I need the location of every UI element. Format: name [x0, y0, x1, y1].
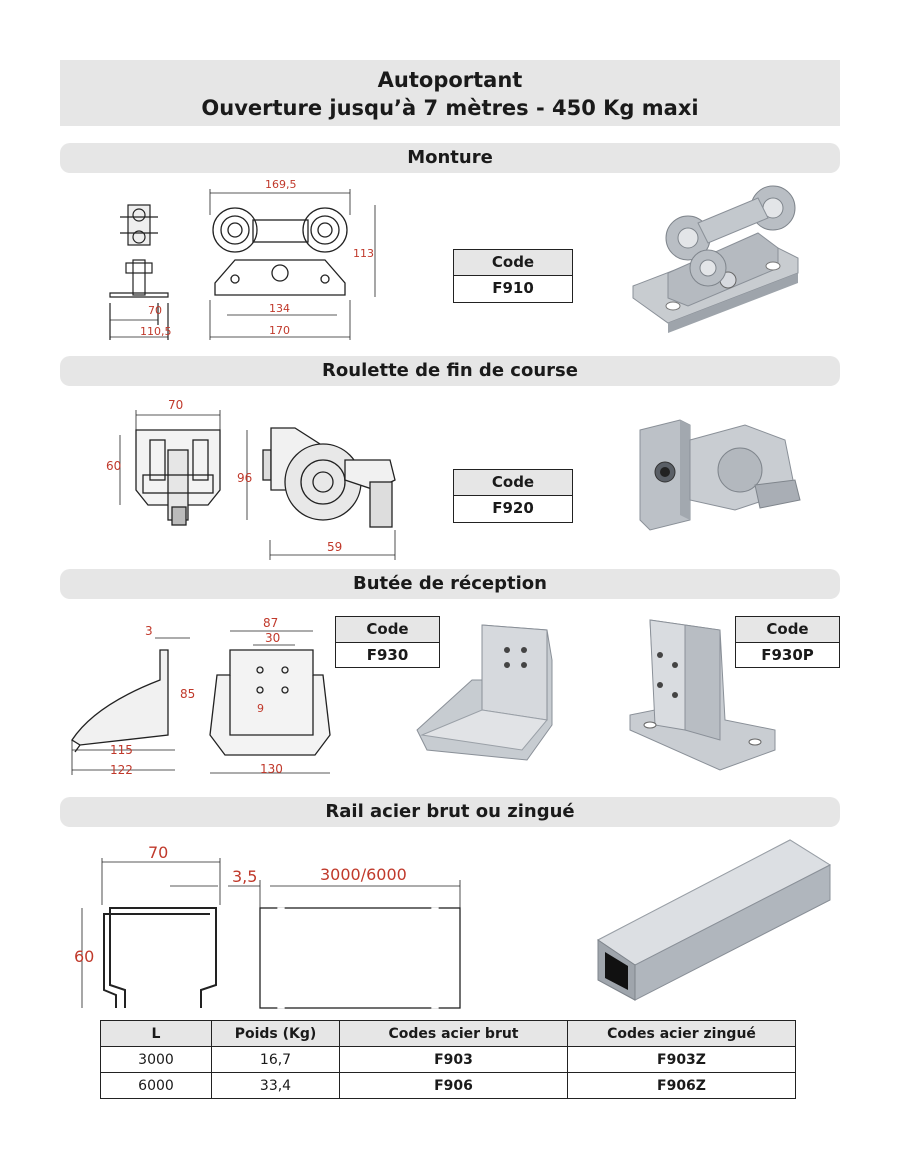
dim-122-butee: 122 [110, 763, 133, 777]
cell-weight: 16,7 [211, 1046, 340, 1073]
document-title: Autoportant Ouverture jusqu’à 7 mètres -… [60, 60, 840, 126]
code-header: Code [336, 617, 439, 643]
col-header-poids: Poids (Kg) [211, 1020, 340, 1047]
table-row: 6000 33,4 F906 F906Z [100, 1072, 796, 1099]
dim-60-rail: 60 [74, 947, 94, 966]
table-row: 3000 16,7 F903 F903Z [100, 1046, 796, 1073]
rail-section-drawing: 70 3,5 3000/6000 60 [74, 843, 461, 1009]
butee-side-drawing: 3 85 115 122 [71, 624, 243, 777]
col-header-l: L [100, 1020, 212, 1047]
dim-87-butee: 87 [263, 616, 278, 630]
dim-110-5: 110,5 [140, 325, 172, 338]
dim-length-rail: 3000/6000 [320, 865, 407, 884]
butee-front-drawing: 87 30 9 130 [209, 616, 331, 776]
rail-codes-table: L Poids (Kg) Codes acier brut Codes acie… [100, 1020, 796, 1099]
cell-length: 6000 [100, 1072, 212, 1099]
dim-3-5-rail: 3,5 [232, 867, 257, 886]
dim-59-roulette: 59 [327, 540, 342, 554]
roulette-front-drawing: 70 60 [106, 398, 221, 526]
title-line-1: Autoportant [377, 68, 523, 92]
dim-170: 170 [269, 324, 290, 337]
section-title-butee: Butée de réception [60, 569, 840, 599]
dim-115-butee: 115 [110, 743, 133, 757]
code-value: F910 [492, 279, 534, 297]
cell-code-zingue: F906Z [567, 1072, 796, 1099]
table-header-row: L Poids (Kg) Codes acier brut Codes acie… [100, 1020, 796, 1047]
code-value: F930 [366, 646, 409, 664]
monture-front-drawing: 169,5 113 134 170 [209, 178, 376, 340]
dim-130-butee: 130 [260, 762, 283, 776]
title-line-2: Ouverture jusqu’à 7 mètres - 450 Kg maxi [201, 96, 699, 120]
section-title-rail: Rail acier brut ou zingué [60, 797, 840, 827]
code-header: Code [454, 470, 572, 496]
rail-product-image [597, 839, 832, 1001]
dim-70-roulette: 70 [168, 398, 183, 412]
dim-30-butee: 30 [265, 631, 280, 645]
cell-code-zingue: F903Z [567, 1046, 796, 1073]
dim-134: 134 [269, 302, 290, 315]
dim-3-butee: 3 [145, 624, 153, 638]
code-value: F920 [492, 499, 534, 517]
dim-70-rail: 70 [148, 843, 168, 862]
cell-code-brut: F906 [339, 1072, 568, 1099]
section-title-monture: Monture [60, 143, 840, 173]
dim-85-butee: 85 [180, 687, 195, 701]
code-table-f910: Code F910 [453, 249, 573, 303]
col-header-brut: Codes acier brut [339, 1020, 568, 1047]
code-table-f920: Code F920 [453, 469, 573, 523]
roulette-side-drawing: 96 59 [237, 427, 396, 560]
section-title-roulette: Roulette de fin de course [60, 356, 840, 386]
butee-f930p-product-image [629, 619, 776, 771]
roulette-product-image [639, 419, 801, 531]
cell-weight: 33,4 [211, 1072, 340, 1099]
dim-96-roulette: 96 [237, 471, 252, 485]
code-table-f930: Code F930 [335, 616, 440, 668]
col-header-zingue: Codes acier zingué [567, 1020, 796, 1047]
butee-f930-product-image [416, 624, 553, 761]
dim-70: 70 [148, 304, 162, 317]
cell-length: 3000 [100, 1046, 212, 1073]
code-header: Code [736, 617, 839, 643]
code-header: Code [454, 250, 572, 276]
dim-9-butee: 9 [257, 702, 264, 715]
dim-60-roulette: 60 [106, 459, 121, 473]
code-value: F930P [761, 646, 814, 664]
dim-169-5: 169,5 [265, 178, 297, 191]
monture-side-drawing: 70 110,5 [109, 204, 172, 340]
cell-code-brut: F903 [339, 1046, 568, 1073]
dim-113: 113 [353, 247, 374, 260]
code-table-f930p: Code F930P [735, 616, 840, 668]
monture-product-image [632, 185, 799, 333]
